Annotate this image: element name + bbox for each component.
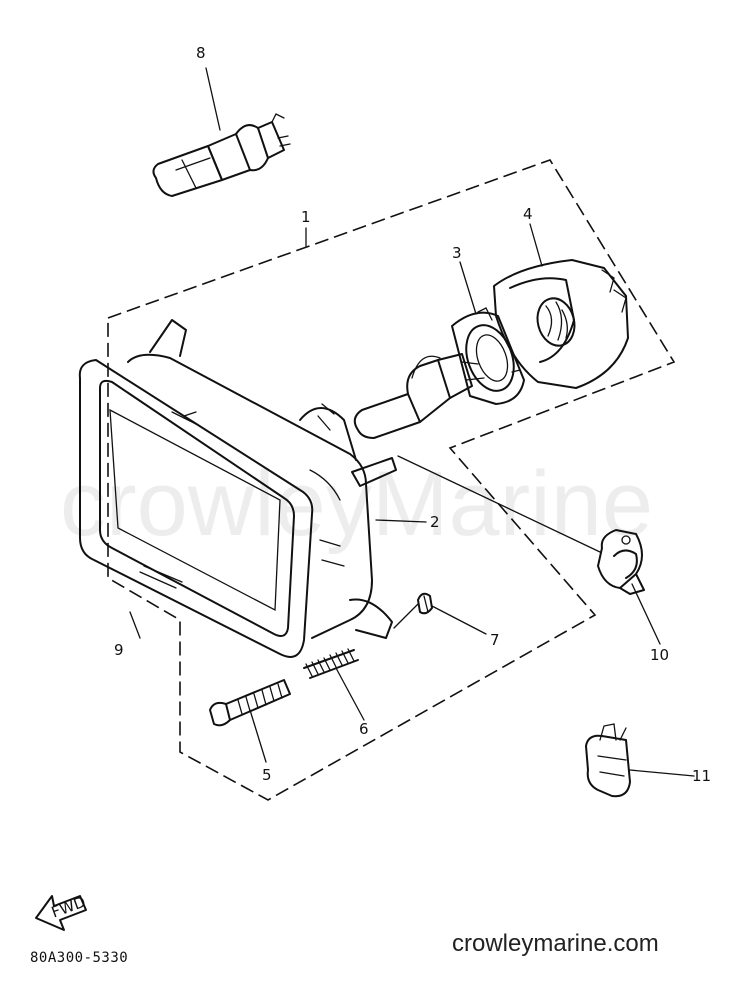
site-label: crowleymarine.com — [452, 930, 659, 957]
callout-10: 10 — [650, 646, 669, 664]
bulb-top — [152, 113, 291, 197]
callout-2: 2 — [430, 513, 440, 531]
assembly-boundary — [107, 159, 676, 801]
callout-6: 6 — [359, 720, 369, 738]
rear-cover — [493, 259, 629, 389]
screw-5 — [209, 679, 291, 727]
bulb-installed — [353, 353, 485, 439]
leader-lines — [129, 67, 695, 777]
callout-1: 1 — [301, 208, 311, 226]
clamp-10 — [597, 529, 645, 595]
callout-9: 9 — [114, 641, 124, 659]
callout-3: 3 — [452, 244, 462, 262]
callout-5: 5 — [262, 766, 272, 784]
diagram-code: 80A300-5330 — [30, 950, 129, 966]
clip-7 — [417, 592, 433, 615]
callout-11: 11 — [692, 767, 711, 785]
watermark: crowleyMarine — [60, 453, 653, 555]
callout-7: 7 — [490, 631, 500, 649]
bezel-frame — [78, 359, 314, 658]
headlight-housing — [109, 319, 397, 639]
spring-6 — [303, 648, 359, 679]
clip-11 — [585, 723, 631, 798]
callout-8: 8 — [196, 44, 206, 62]
callout-4: 4 — [523, 205, 533, 223]
fwd-arrow-icon: FWD — [35, 893, 88, 931]
